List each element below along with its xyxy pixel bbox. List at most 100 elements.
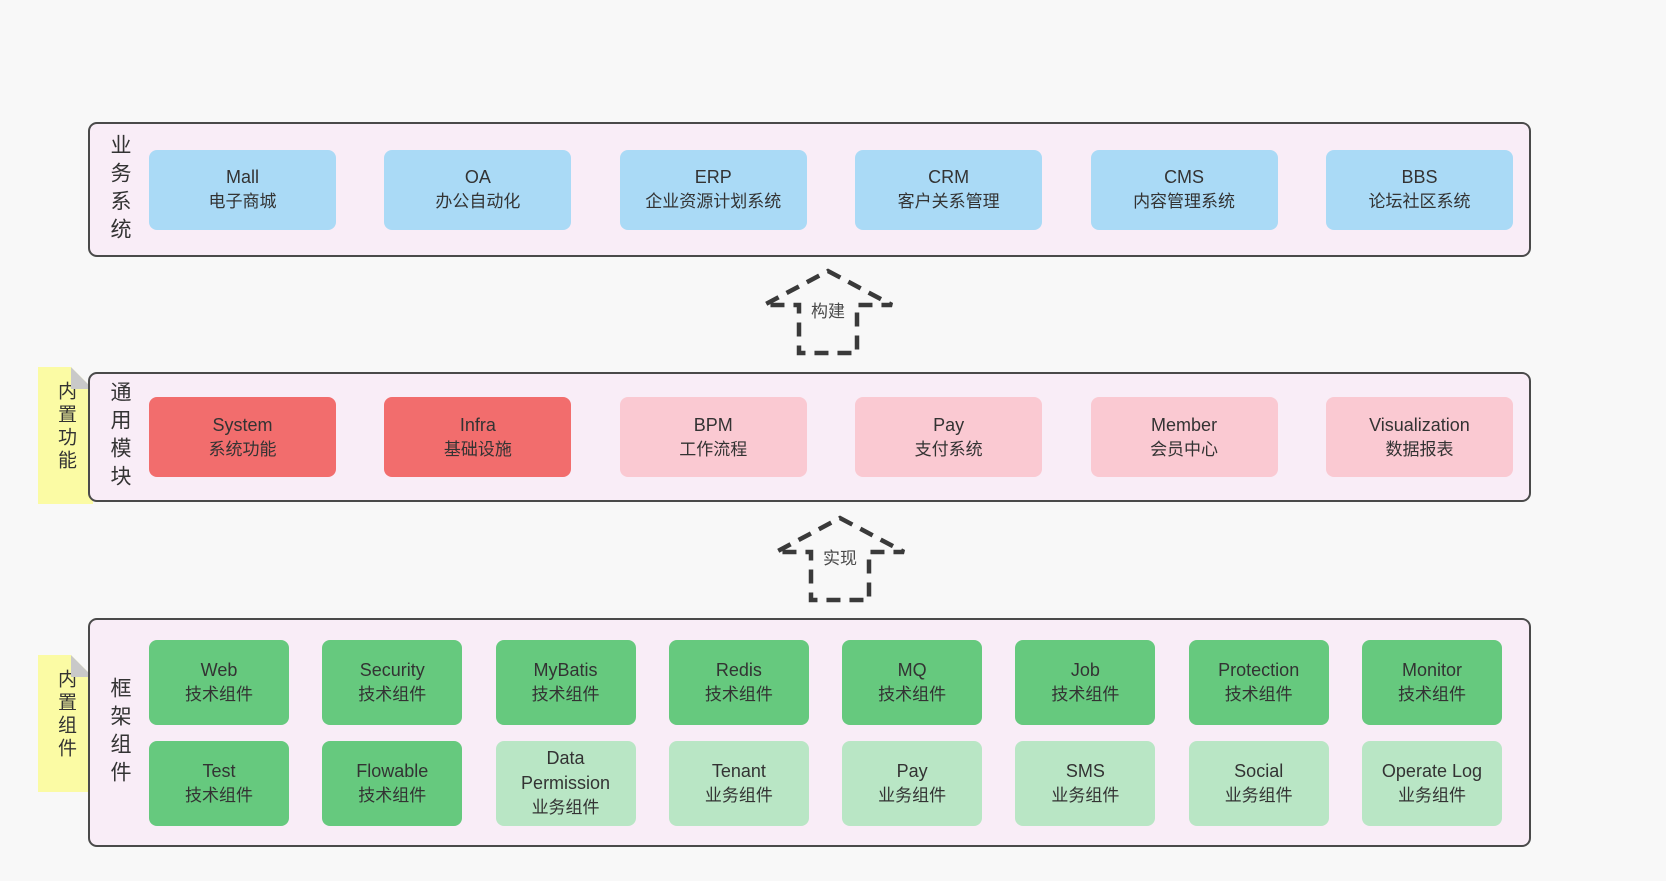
- system-box-erp: ERP 企业资源计划系统: [619, 149, 807, 230]
- component-desc: 业务组件: [1051, 785, 1120, 805]
- module-desc: 支付系统: [914, 439, 983, 459]
- component-name: Security: [359, 659, 425, 680]
- component-name: Pay: [896, 760, 928, 781]
- component-desc: 技术组件: [1397, 684, 1466, 704]
- component-name: Web: [200, 659, 238, 680]
- module-box-visualization: Visualization 数据报表: [1325, 397, 1513, 477]
- component-name: Test: [202, 760, 236, 781]
- component-box-security: Security 技术组件: [322, 639, 463, 725]
- component-desc: 技术组件: [185, 785, 253, 805]
- component-box-web: Web 技术组件: [149, 639, 289, 725]
- component-desc: 业务组件: [878, 785, 947, 805]
- component-desc: 技术组件: [531, 684, 600, 704]
- component-desc: 技术组件: [1051, 684, 1120, 704]
- module-box-member: Member 会员中心: [1090, 397, 1278, 477]
- up-arrow-icon: [762, 268, 894, 356]
- builtin-features-note-text: 内置功能: [55, 381, 76, 473]
- builtin-components-note-text: 内置组件: [55, 669, 76, 761]
- business-systems-panel: 业务系统 Mall 电子商城 OA 办公自动化 ERP 企业资源计划系统 CRM…: [88, 122, 1531, 257]
- component-box-protection: Protection 技术组件: [1188, 639, 1329, 725]
- component-desc: 技术组件: [185, 684, 253, 704]
- system-box-oa: OA 办公自动化: [384, 149, 572, 230]
- business-systems-items: Mall 电子商城 OA 办公自动化 ERP 企业资源计划系统 CRM 客户关系…: [135, 124, 1529, 255]
- framework-components-label: 框架组件: [108, 676, 131, 789]
- component-box-job: Job 技术组件: [1015, 639, 1156, 725]
- module-desc: 系统功能: [208, 439, 277, 459]
- system-box-mall: Mall 电子商城: [149, 149, 336, 230]
- component-box-redis: Redis 技术组件: [668, 639, 809, 725]
- system-name: BBS: [1401, 167, 1438, 187]
- component-desc: 业务组件: [531, 798, 600, 818]
- component-desc: 业务组件: [1224, 785, 1293, 805]
- component-desc: 业务组件: [704, 785, 773, 805]
- component-name: Social: [1234, 760, 1284, 781]
- module-box-bpm: BPM 工作流程: [619, 397, 807, 477]
- component-box-test: Test 技术组件: [149, 740, 289, 826]
- framework-row-1: Web 技术组件 Security 技术组件 MyBatis 技术组件 Redi…: [149, 639, 1502, 725]
- common-modules-label: 通用模块: [108, 381, 131, 493]
- component-name: Data Permission: [521, 747, 611, 794]
- common-modules-panel: 通用模块 System 系统功能 Infra 基础设施 BPM 工作流程 Pay…: [88, 372, 1531, 502]
- system-name: CRM: [928, 167, 970, 187]
- module-box-system: System 系统功能: [149, 397, 336, 477]
- component-box-monitor: Monitor 技术组件: [1361, 639, 1502, 725]
- implement-arrow-label: 实现: [820, 543, 860, 570]
- system-box-bbs: BBS 论坛社区系统: [1325, 149, 1513, 230]
- system-name: OA: [464, 167, 491, 187]
- component-desc: 技术组件: [358, 684, 427, 704]
- module-name: Infra: [459, 414, 496, 435]
- component-box-mybatis: MyBatis 技术组件: [495, 639, 636, 725]
- component-box-sms: SMS 业务组件: [1015, 740, 1156, 826]
- system-name: CMS: [1164, 167, 1205, 187]
- component-box-pay: Pay 业务组件: [842, 740, 983, 826]
- common-modules-items: System 系统功能 Infra 基础设施 BPM 工作流程 Pay 支付系统…: [135, 374, 1529, 500]
- component-name: MQ: [897, 659, 927, 680]
- module-desc: 会员中心: [1150, 439, 1219, 459]
- module-desc: 基础设施: [443, 439, 512, 459]
- component-box-data-permission: Data Permission 业务组件: [495, 740, 636, 826]
- system-desc: 内容管理系统: [1133, 192, 1236, 212]
- system-desc: 办公自动化: [435, 192, 521, 212]
- component-name: Monitor: [1401, 659, 1462, 680]
- system-box-crm: CRM 客户关系管理: [855, 149, 1043, 230]
- module-name: System: [212, 414, 273, 435]
- builtin-components-note: 内置组件: [38, 655, 93, 792]
- component-name: SMS: [1065, 760, 1105, 781]
- module-name: Visualization: [1369, 414, 1470, 435]
- up-arrow-icon: [774, 515, 906, 603]
- implement-arrow: 实现: [772, 515, 908, 603]
- build-arrow-label: 构建: [808, 296, 848, 323]
- build-arrow: 构建: [760, 268, 896, 356]
- system-name: ERP: [694, 167, 732, 187]
- module-box-pay: Pay 支付系统: [855, 397, 1043, 477]
- component-desc: 技术组件: [704, 684, 773, 704]
- component-name: Protection: [1218, 659, 1300, 680]
- component-box-mq: MQ 技术组件: [842, 639, 983, 725]
- module-name: BPM: [693, 414, 733, 435]
- module-desc: 数据报表: [1385, 439, 1454, 459]
- component-box-operate-log: Operate Log 业务组件: [1361, 740, 1502, 826]
- component-name: Redis: [715, 659, 762, 680]
- module-name: Pay: [933, 414, 965, 435]
- business-systems-label: 业务系统: [108, 133, 131, 246]
- component-name: Flowable: [356, 760, 429, 781]
- builtin-features-note: 内置功能: [38, 367, 93, 504]
- component-box-flowable: Flowable 技术组件: [322, 740, 463, 826]
- framework-components-panel: 框架组件 Web 技术组件 Security 技术组件 MyBatis 技术组件…: [88, 618, 1531, 847]
- system-desc: 电子商城: [208, 192, 277, 212]
- component-desc: 技术组件: [878, 684, 947, 704]
- system-desc: 论坛社区系统: [1368, 192, 1471, 212]
- framework-components-grid: Web 技术组件 Security 技术组件 MyBatis 技术组件 Redi…: [135, 620, 1529, 845]
- module-desc: 工作流程: [679, 439, 748, 459]
- module-box-infra: Infra 基础设施: [384, 397, 572, 477]
- framework-row-2: Test 技术组件 Flowable 技术组件 Data Permission …: [149, 740, 1502, 826]
- system-name: Mall: [225, 167, 259, 187]
- component-name: Job: [1070, 659, 1100, 680]
- component-name: Tenant: [711, 760, 766, 781]
- component-desc: 技术组件: [358, 785, 427, 805]
- module-name: Member: [1151, 414, 1218, 435]
- component-name: Operate Log: [1381, 760, 1482, 781]
- component-name: MyBatis: [533, 659, 598, 680]
- system-desc: 企业资源计划系统: [645, 192, 782, 212]
- system-desc: 客户关系管理: [897, 192, 1000, 212]
